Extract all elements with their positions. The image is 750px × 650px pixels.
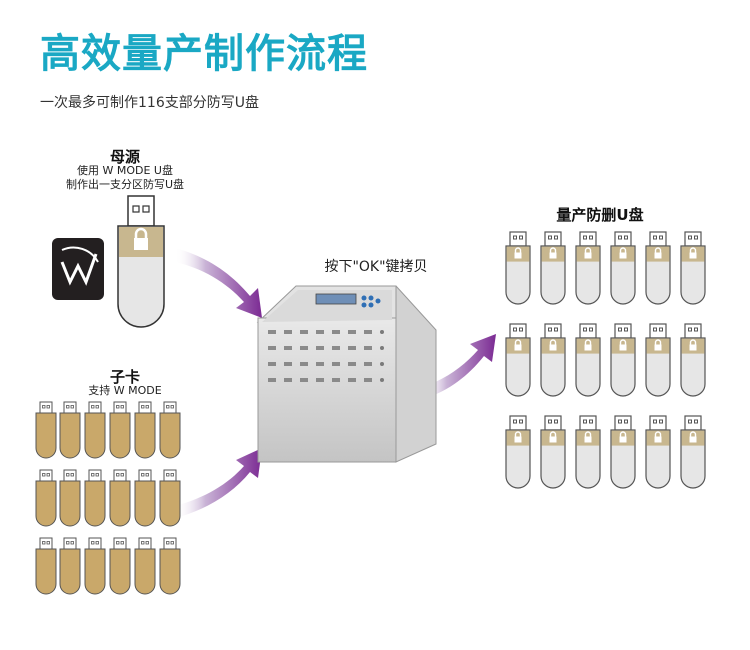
- lcd-screen: [315, 293, 357, 305]
- usb-drive-locked: [610, 415, 636, 489]
- usb-drive-gold: [109, 401, 131, 459]
- usb-drive-locked: [505, 323, 531, 397]
- usb-drive-locked: [575, 415, 601, 489]
- usb-drive-gold: [159, 401, 181, 459]
- master-drive: [117, 195, 165, 328]
- duplicator-machine: [256, 285, 437, 463]
- usb-drive-gold: [59, 469, 81, 527]
- master-title: 母源: [109, 148, 140, 166]
- master-line2: 制作出一支分区防写U盘: [65, 178, 185, 191]
- usb-drive-locked: [680, 231, 706, 305]
- usb-drive-gold: [159, 537, 181, 595]
- sub-card-line1: 支持 W MODE: [88, 384, 162, 397]
- usb-drive-locked: [645, 323, 671, 397]
- arrow-duplicator-to-output: [420, 334, 496, 400]
- master-line1: 使用 W MODE U盘: [77, 164, 173, 177]
- usb-drive-gold: [84, 537, 106, 595]
- usb-drive-gold: [84, 469, 106, 527]
- usb-drive-locked: [505, 415, 531, 489]
- arrow-subcard-to-duplicator: [175, 448, 262, 518]
- output-drives: [505, 231, 706, 489]
- arrow-master-to-duplicator: [175, 248, 262, 318]
- usb-drive-locked: [575, 231, 601, 305]
- usb-drive-gold: [109, 469, 131, 527]
- usb-drive-locked: [540, 231, 566, 305]
- output-title: 量产防删U盘: [556, 206, 644, 224]
- usb-drive-gold: [35, 401, 57, 459]
- usb-drive-gold: [35, 469, 57, 527]
- usb-drive-gold: [59, 537, 81, 595]
- usb-drive-gold: [84, 401, 106, 459]
- sub-card-drives: [35, 401, 181, 595]
- usb-drive-gold: [109, 537, 131, 595]
- usb-drive-locked: [575, 323, 601, 397]
- usb-drive-gold: [134, 401, 156, 459]
- usb-drive-gold: [59, 401, 81, 459]
- lock-icon: [134, 227, 148, 250]
- usb-drive-gold: [159, 469, 181, 527]
- usb-drive-locked: [680, 323, 706, 397]
- usb-drive-locked: [645, 415, 671, 489]
- usb-drive-locked: [610, 231, 636, 305]
- sub-card-title: 子卡: [109, 368, 140, 386]
- usb-drive-gold: [35, 537, 57, 595]
- usb-drive-locked: [610, 323, 636, 397]
- usb-drive-gold: [134, 469, 156, 527]
- usb-drive-locked: [540, 323, 566, 397]
- page-title: 高效量产制作流程: [40, 31, 368, 77]
- usb-drive-locked: [680, 415, 706, 489]
- usb-drive-gold: [134, 537, 156, 595]
- duplicator-instruction: 按下"OK"键拷贝: [324, 259, 428, 275]
- page-subtitle: 一次最多可制作116支部分防写U盘: [40, 95, 259, 111]
- usb-drive-locked: [505, 231, 531, 305]
- w-mode-logo-icon: [52, 238, 104, 300]
- usb-drive-locked: [645, 231, 671, 305]
- usb-drive-locked: [540, 415, 566, 489]
